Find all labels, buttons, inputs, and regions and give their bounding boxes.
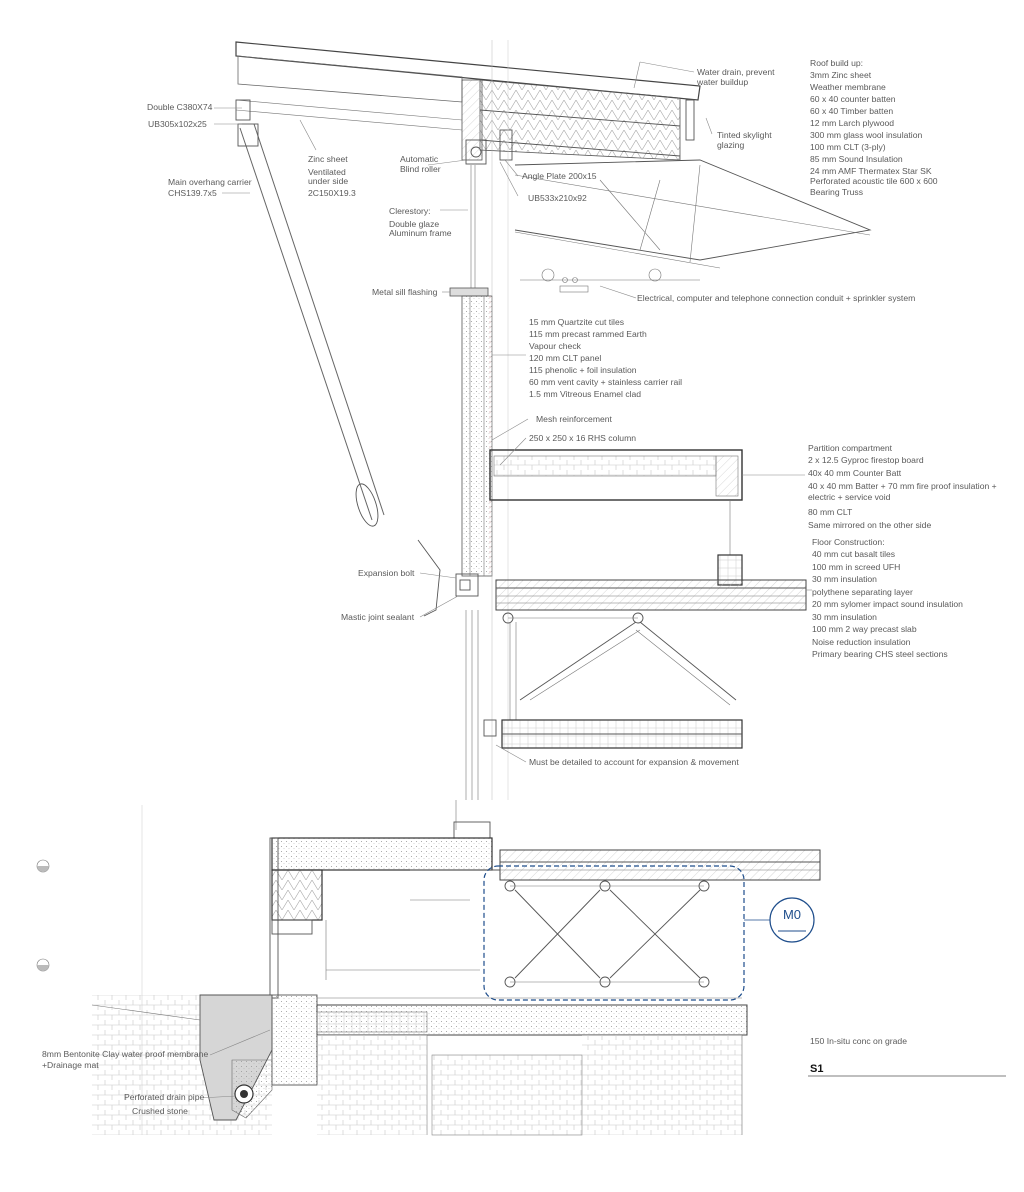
wall-buildup-1: 115 mm precast rammed Earth bbox=[529, 329, 647, 339]
label-water-drain-2: water buildup bbox=[696, 77, 748, 87]
floor-6: 30 mm insulation bbox=[812, 612, 877, 622]
label-ventilated: Ventilated bbox=[308, 167, 346, 177]
wall-buildup-3: 120 mm CLT panel bbox=[529, 353, 601, 363]
label-chs139: CHS139.7x5 bbox=[168, 188, 217, 198]
label-double-c: Double C380X74 bbox=[147, 102, 213, 112]
roof-buildup-1: 3mm Zinc sheet bbox=[810, 70, 872, 80]
roof-buildup-5: 12 mm Larch plywood bbox=[810, 118, 894, 128]
label-ub533: UB533x210x92 bbox=[528, 193, 587, 203]
floor-1: 40 mm cut basalt tiles bbox=[812, 549, 895, 559]
floor-5: 20 mm sylomer impact sound insulation bbox=[812, 599, 963, 609]
label-mesh: Mesh reinforcement bbox=[536, 414, 613, 424]
partition-1: 2 x 12.5 Gyproc firestop board bbox=[808, 455, 924, 465]
ground-floor bbox=[36, 800, 821, 1136]
wall-buildup-2: Vapour check bbox=[529, 341, 582, 351]
annotation-labels: Double C380X74 UB305x102x25 Zinc sheet V… bbox=[42, 58, 997, 1116]
roof-buildup-11: Bearing Truss bbox=[810, 187, 863, 197]
label-skylight-1: Tinted skylight bbox=[717, 130, 772, 140]
label-rhs-column: 250 x 250 x 16 RHS column bbox=[529, 433, 636, 443]
floor-2: 100 mm in screed UFH bbox=[812, 562, 900, 572]
leader-lines bbox=[199, 61, 1006, 1099]
roof-buildup-10: Perforated acoustic tile 600 x 600 bbox=[810, 176, 938, 186]
label-bentonite-1: 8mm Bentonite Clay water proof membrane bbox=[42, 1049, 208, 1059]
label-bentonite-2: +Drainage mat bbox=[42, 1060, 99, 1070]
roof-buildup-0: Roof build up: bbox=[810, 58, 863, 68]
roof-buildup-3: 60 x 40 counter batten bbox=[810, 94, 896, 104]
label-main-overhang: Main overhang carrier bbox=[168, 177, 252, 187]
label-metal-sill: Metal sill flashing bbox=[372, 287, 438, 297]
roof-buildup-2: Weather membrane bbox=[810, 82, 886, 92]
floor-9: Primary bearing CHS steel sections bbox=[812, 649, 948, 659]
wall-buildup-0: 15 mm Quartzite cut tiles bbox=[529, 317, 624, 327]
label-2c150: 2C150X19.3 bbox=[308, 188, 356, 198]
label-mastic: Mastic joint sealant bbox=[341, 612, 415, 622]
roof-buildup-7: 100 mm CLT (3-ply) bbox=[810, 142, 886, 152]
partition-compartment bbox=[489, 449, 743, 586]
label-under-side: under side bbox=[308, 176, 348, 186]
label-ub305: UB305x102x25 bbox=[148, 119, 207, 129]
overhang-carrier bbox=[237, 123, 441, 617]
partition-0: Partition compartment bbox=[808, 443, 893, 453]
label-drain-pipe: Perforated drain pipe bbox=[124, 1092, 204, 1102]
detail-boundary bbox=[483, 865, 745, 1001]
partition-6: Same mirrored on the other side bbox=[808, 520, 931, 530]
label-expansion-bolt: Expansion bolt bbox=[358, 568, 415, 578]
label-expansion-note: Must be detailed to account for expansio… bbox=[529, 757, 739, 767]
roof-buildup-4: 60 x 40 Timber batten bbox=[810, 106, 893, 116]
wall-buildup-6: 1.5 mm Vitreous Enamel clad bbox=[529, 389, 641, 399]
wall-assembly bbox=[449, 40, 513, 800]
roof-buildup-9: 24 mm AMF Thermatex Star SK bbox=[810, 166, 932, 176]
floor-3: 30 mm insulation bbox=[812, 574, 877, 584]
partition-5: 80 mm CLT bbox=[808, 507, 853, 517]
label-skylight-2: glazing bbox=[717, 140, 744, 150]
upper-floor bbox=[495, 579, 807, 749]
partition-2: 40x 40 mm Counter Batt bbox=[808, 468, 902, 478]
label-angle-plate: Angle Plate 200x15 bbox=[522, 171, 597, 181]
label-clerestory: Clerestory: bbox=[389, 206, 431, 216]
label-water-drain-1: Water drain, prevent bbox=[697, 67, 775, 77]
label-zinc-sheet: Zinc sheet bbox=[308, 154, 348, 164]
floor-0: Floor Construction: bbox=[812, 537, 885, 547]
label-double-glaze: Double glaze bbox=[389, 219, 439, 229]
partition-3: 40 x 40 mm Batter + 70 mm fire proof ins… bbox=[808, 481, 997, 491]
partition-4: electric + service void bbox=[808, 492, 891, 502]
label-blind-roller: Blind roller bbox=[400, 164, 441, 174]
sheet-label: S1 bbox=[810, 1063, 823, 1075]
wall-buildup-5: 60 mm vent cavity + stainless carrier ra… bbox=[529, 377, 682, 387]
floor-7: 100 mm 2 way precast slab bbox=[812, 624, 917, 634]
label-electrical: Electrical, computer and telephone conne… bbox=[637, 293, 915, 303]
roof-buildup-6: 300 mm glass wool insulation bbox=[810, 130, 922, 140]
label-ground-note: 150 In-situ conc on grade bbox=[810, 1036, 907, 1046]
label-aluminum-frame: Aluminum frame bbox=[389, 228, 452, 238]
label-automatic: Automatic bbox=[400, 154, 439, 164]
roof-buildup-8: 85 mm Sound Insulation bbox=[810, 154, 903, 164]
floor-4: polythene separating layer bbox=[812, 587, 913, 597]
label-crushed-stone: Crushed stone bbox=[132, 1106, 188, 1116]
detail-tag-label: M0 bbox=[783, 907, 801, 922]
floor-8: Noise reduction insulation bbox=[812, 637, 911, 647]
wall-buildup-4: 115 phenolic + foil insulation bbox=[529, 365, 637, 375]
